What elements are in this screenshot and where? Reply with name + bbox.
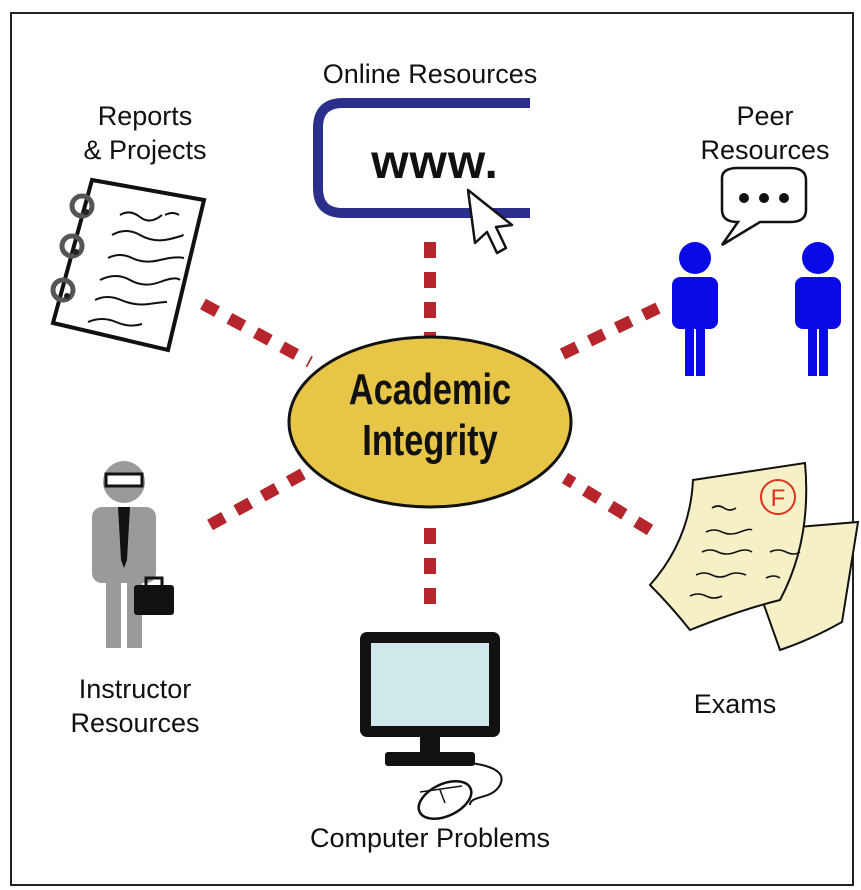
www-text: www.: [371, 136, 499, 189]
computer-icon: [360, 632, 503, 820]
mouse-icon: [417, 780, 473, 820]
connector-instructor: [207, 464, 313, 531]
hub-label-line2: Integrity: [362, 415, 498, 465]
label-exams: Exams: [693, 689, 777, 719]
people-icon: [672, 166, 841, 376]
label-reports-line2: & Projects: [83, 134, 207, 165]
spiral-rings: [50, 193, 95, 303]
cursor-arrow-icon: [466, 188, 514, 255]
briefcase-icon: [134, 576, 174, 615]
peer-person-right: [795, 242, 841, 376]
label-instructor-resources: Instructor Resources: [45, 673, 225, 741]
label-instructor-line2: Resources: [70, 707, 200, 738]
label-reports-line1: Reports: [97, 101, 193, 131]
label-peer-line2: Resources: [700, 134, 830, 165]
label-peer-resources: Peer Resources: [680, 100, 850, 168]
connector-reports: [200, 298, 313, 368]
connector-exams: [561, 472, 654, 536]
grade-letter: F: [771, 485, 786, 512]
label-peer-line1: Peer: [736, 101, 794, 131]
label-online-resources: Online Resources: [322, 59, 538, 89]
web-browser-icon: [313, 98, 530, 255]
label-reports-projects: Reports & Projects: [60, 100, 230, 168]
hub-ellipse: [287, 335, 573, 509]
speech-bubble-icon: [720, 166, 808, 247]
hub-label: Academic Integrity: [321, 365, 539, 466]
connector-peer: [547, 302, 661, 366]
instructor-icon: [92, 461, 174, 648]
peer-person-left: [672, 242, 718, 376]
label-computer-problems: Computer Problems: [309, 823, 551, 853]
notebook-icon: [50, 177, 207, 353]
exam-paper-icon: [648, 461, 860, 652]
connectors: [200, 242, 661, 612]
grade-circle-icon: [760, 479, 796, 515]
label-instructor-line1: Instructor: [78, 674, 192, 704]
hub-label-line1: Academic: [348, 365, 512, 414]
